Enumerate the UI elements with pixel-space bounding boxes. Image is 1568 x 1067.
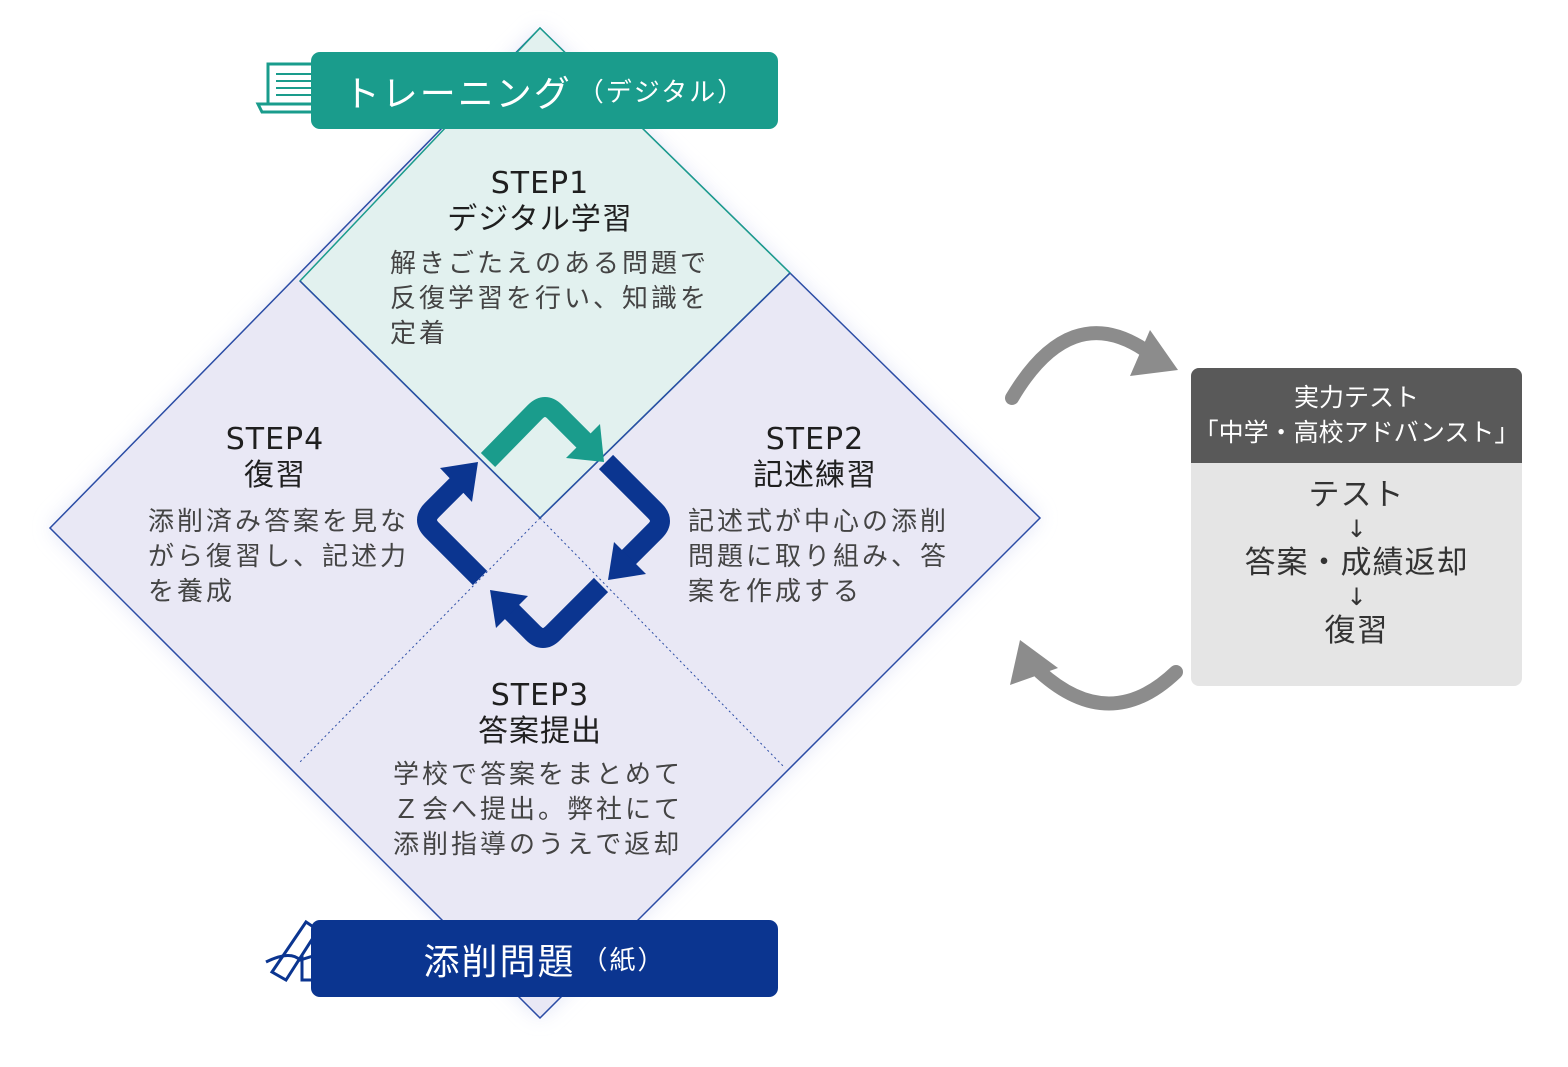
cycle-arrow-to-test [1005, 326, 1152, 405]
step2-body: 記述式が中心の添削 問題に取り組み、答 案を作成する [688, 507, 950, 607]
arrowhead-step1-to-step2 [566, 424, 604, 462]
divider-step3-step4 [299, 517, 541, 763]
step1-name: デジタル学習 [447, 202, 633, 237]
step1-body: 解きごたえのある問題で 反復学習を行い、知識を 定着 [390, 249, 710, 349]
arrowhead-step4-to-step1 [440, 462, 478, 502]
down-arrow-icon: ↓ [1346, 515, 1367, 543]
banner-paper-sub: （紙） [581, 946, 666, 976]
test-flow: テスト ↓ 答案・成績返却 ↓ 復習 [1191, 463, 1522, 651]
step3-body: 学校で答案をまとめて Ｚ会へ提出。弊社にて 添削指導のうえで返却 [393, 760, 684, 860]
cycle-arrow-from-test [1033, 665, 1183, 711]
step3-name: 答案提出 [478, 714, 602, 749]
test-flow-item-return: 答案・成績返却 [1244, 545, 1469, 581]
test-box-header: 実力テスト 「中学・高校アドバンスト」 [1191, 368, 1522, 463]
banner-digital-main: トレーニング [343, 73, 572, 115]
down-arrow-icon: ↓ [1346, 583, 1367, 611]
divider-step1-step2 [539, 272, 791, 519]
arrowhead-to-test [1130, 330, 1178, 376]
banner-paper-main: 添削問題 [423, 941, 576, 983]
step2-title: STEP2 [765, 422, 865, 457]
cycle-arrow-step1-to-step2 [480, 397, 598, 467]
cycle-arrow-step3-to-step4 [497, 577, 609, 648]
arrowhead-from-test [1010, 640, 1058, 685]
test-title-line2: 「中学・高校アドバンスト」 [1193, 418, 1520, 447]
cycle-arrow-step2-to-step3 [598, 454, 670, 572]
test-flow-item-test: テスト [1308, 477, 1405, 513]
step4-body: 添削済み答案を見な がら復習し、記述力 を養成 [148, 507, 410, 607]
test-title-line1: 実力テスト [1293, 383, 1419, 412]
cycle-arrow-step4-to-step1 [417, 472, 488, 586]
step4-title: STEP4 [225, 422, 325, 457]
test-flow-item-review: 復習 [1324, 613, 1389, 649]
banner-digital-sub: （デジタル） [577, 78, 746, 108]
achievement-test-box: 実力テスト 「中学・高校アドバンスト」 テスト ↓ 答案・成績返却 ↓ 復習 [1191, 368, 1522, 686]
paper-correction-banner: 添削問題 （紙） [311, 920, 778, 997]
divider-step2-step3 [539, 517, 786, 769]
arrowhead-step2-to-step3 [608, 542, 646, 580]
step1-title: STEP1 [490, 166, 590, 201]
digital-training-banner: トレーニング （デジタル） [311, 52, 778, 129]
divider-step4-step1 [299, 280, 541, 519]
step2-name: 記述練習 [753, 458, 877, 493]
step4-name: 復習 [244, 458, 306, 493]
diamond-outline [48, 26, 1042, 1020]
step3-title: STEP3 [490, 678, 590, 713]
arrowhead-step3-to-step4 [490, 590, 528, 628]
